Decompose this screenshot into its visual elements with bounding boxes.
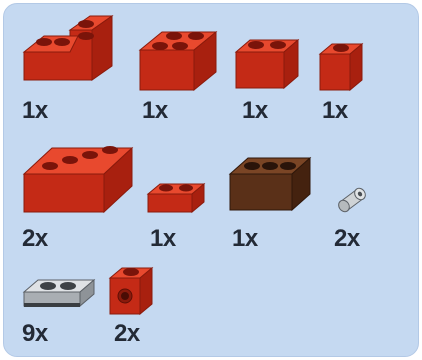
part-8-quantity: 2x	[334, 227, 360, 251]
part-7-quantity: 1x	[232, 227, 258, 251]
part-4-quantity: 1x	[322, 99, 348, 123]
part-2-quantity: 1x	[142, 99, 168, 123]
part-6-quantity: 1x	[150, 227, 176, 251]
part-3-quantity: 1x	[242, 99, 268, 123]
part-1-quantity: 1x	[22, 99, 48, 123]
parts-list-panel: 1x 1x	[3, 3, 419, 357]
part-10-quantity: 2x	[114, 322, 140, 346]
part-5-quantity: 2x	[22, 227, 48, 251]
part-9-quantity: 9x	[22, 322, 48, 346]
